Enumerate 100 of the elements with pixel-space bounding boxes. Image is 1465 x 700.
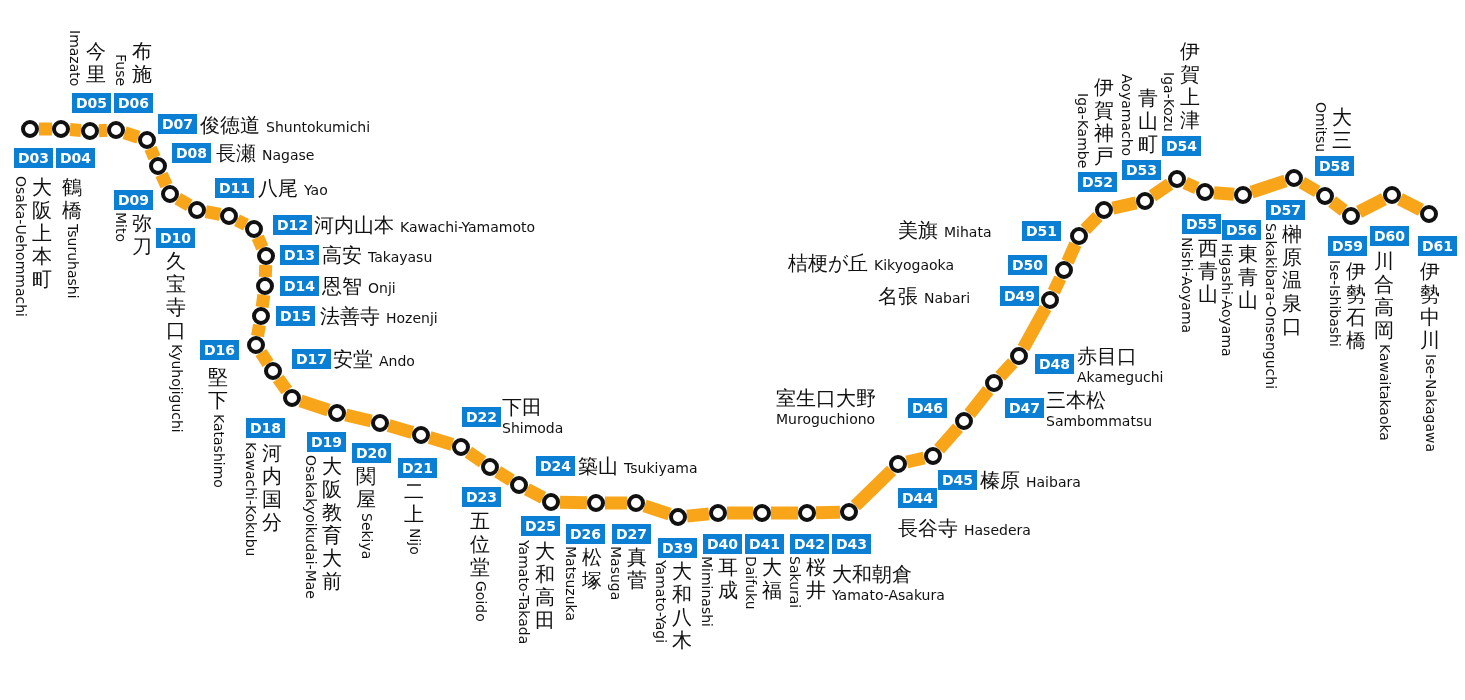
station-name-romaji: Takayasu <box>368 249 433 265</box>
station-name-romaji: Aoyamacho <box>1118 73 1136 156</box>
station-name: 大三 <box>1332 106 1353 152</box>
track-line <box>1148 178 1174 202</box>
station-code: D12 <box>273 215 313 235</box>
station-name: 久宝寺口 <box>166 250 187 342</box>
station-code: D58 <box>1315 156 1355 176</box>
station-circle <box>256 277 274 295</box>
track-line <box>39 122 52 136</box>
station-name-romaji: Onji <box>368 280 396 296</box>
track-line <box>559 495 588 510</box>
station-name-romaji: Sakakibara-Onsenguchi <box>1262 223 1280 390</box>
station-circle <box>669 508 687 526</box>
station-code: D40 <box>703 534 743 554</box>
track-line <box>1397 193 1424 216</box>
station-name-romaji: Matsuzuka <box>562 546 580 621</box>
station-code: D10 <box>156 228 196 248</box>
station-circle <box>371 414 389 432</box>
station-circle <box>889 455 907 473</box>
station-name: 耳成 <box>718 556 739 602</box>
station-circle <box>1010 347 1028 365</box>
track-line <box>494 466 515 486</box>
station-name-romaji: Yamato-Takada <box>515 540 533 645</box>
station-code: D46 <box>908 398 948 418</box>
station-circle <box>1342 207 1360 225</box>
station-circle <box>328 404 346 422</box>
station-code: D48 <box>1035 354 1075 374</box>
station-name-romaji: Ise-Ishibashi <box>1326 260 1344 347</box>
station-name-romaji: Muroguchiono <box>776 410 876 428</box>
station-name: 弥刀 <box>132 212 153 258</box>
track-line <box>69 123 82 137</box>
station-name: 俊徳道 <box>200 113 260 137</box>
station-circle <box>21 120 39 138</box>
station-code: D14 <box>280 276 320 296</box>
track-line <box>344 408 373 428</box>
track-line <box>605 496 627 510</box>
station-name: 下田 <box>502 395 543 419</box>
track-line <box>298 394 331 417</box>
track-line <box>255 348 274 368</box>
station-circle <box>1196 183 1214 201</box>
station-name: 築山 <box>578 454 618 478</box>
track-line <box>255 294 271 308</box>
track-line <box>204 205 222 221</box>
station-name-romaji: Ise-Nakagawa <box>1421 354 1440 453</box>
station-name: 真菅 <box>627 546 648 592</box>
station-name-romaji: Mihata <box>944 224 992 240</box>
station-code: D15 <box>276 306 316 326</box>
station-name-romaji: Hozenji <box>386 310 438 326</box>
station-name: 長瀬 <box>216 141 256 165</box>
station-name-romaji: Goido <box>471 581 490 622</box>
station-circle <box>1095 201 1113 219</box>
station-code: D25 <box>521 516 561 536</box>
station-name-romaji: Kyuhojiguchi <box>167 344 186 433</box>
station-name: 五位堂 <box>470 510 491 579</box>
track-line <box>251 323 266 338</box>
station-code: D19 <box>307 432 347 452</box>
station-name: 大福 <box>762 556 783 602</box>
station-code: D61 <box>1418 236 1458 256</box>
station-code: D27 <box>612 524 652 544</box>
station-circle <box>955 412 973 430</box>
station-name: 安堂 <box>333 347 373 371</box>
station-name-romaji: Haibara <box>1026 474 1081 490</box>
track-line <box>995 358 1018 381</box>
station-name: 堅下 <box>208 366 229 412</box>
station-code: D16 <box>200 340 240 360</box>
station-name: 長谷寺 <box>898 516 958 540</box>
station-circle <box>1055 261 1073 279</box>
station-name-romaji: Ando <box>379 353 415 369</box>
track-line <box>122 126 141 144</box>
station-name-romaji: Fuse <box>112 53 130 86</box>
track-line <box>427 431 455 451</box>
station-name-romaji: Katashimo <box>209 414 228 488</box>
station-code: D51 <box>1022 221 1062 241</box>
station-code: D41 <box>745 534 785 554</box>
station-circle <box>1070 227 1088 245</box>
station-circle <box>510 476 528 494</box>
station-code: D49 <box>1000 286 1040 306</box>
station-circle <box>1383 186 1401 204</box>
station-name: 青山町 <box>1138 87 1159 156</box>
station-name: 三本松 <box>1046 388 1107 412</box>
station-circle <box>798 504 816 522</box>
station-name-romaji: Shuntokumichi <box>266 119 371 135</box>
station-circle <box>542 493 560 511</box>
station-code: D60 <box>1370 226 1410 246</box>
station-code: D06 <box>114 93 154 113</box>
track-line <box>642 499 672 521</box>
station-circle <box>283 389 301 407</box>
track-line <box>272 374 293 395</box>
station-code: D59 <box>1328 236 1368 256</box>
station-name-romaji: Nijo <box>405 528 424 555</box>
station-name-romaji: Sekiya <box>357 513 376 560</box>
station-code: D03 <box>14 148 54 168</box>
station-code: D47 <box>1005 398 1045 418</box>
station-name-romaji: Iga-Kambe <box>1074 92 1092 168</box>
station-circle <box>252 307 270 325</box>
station-circle <box>924 447 942 465</box>
track-line <box>1249 174 1288 199</box>
station-name: 関屋 <box>356 465 377 511</box>
station-circle <box>149 157 167 175</box>
track-line <box>251 234 269 251</box>
